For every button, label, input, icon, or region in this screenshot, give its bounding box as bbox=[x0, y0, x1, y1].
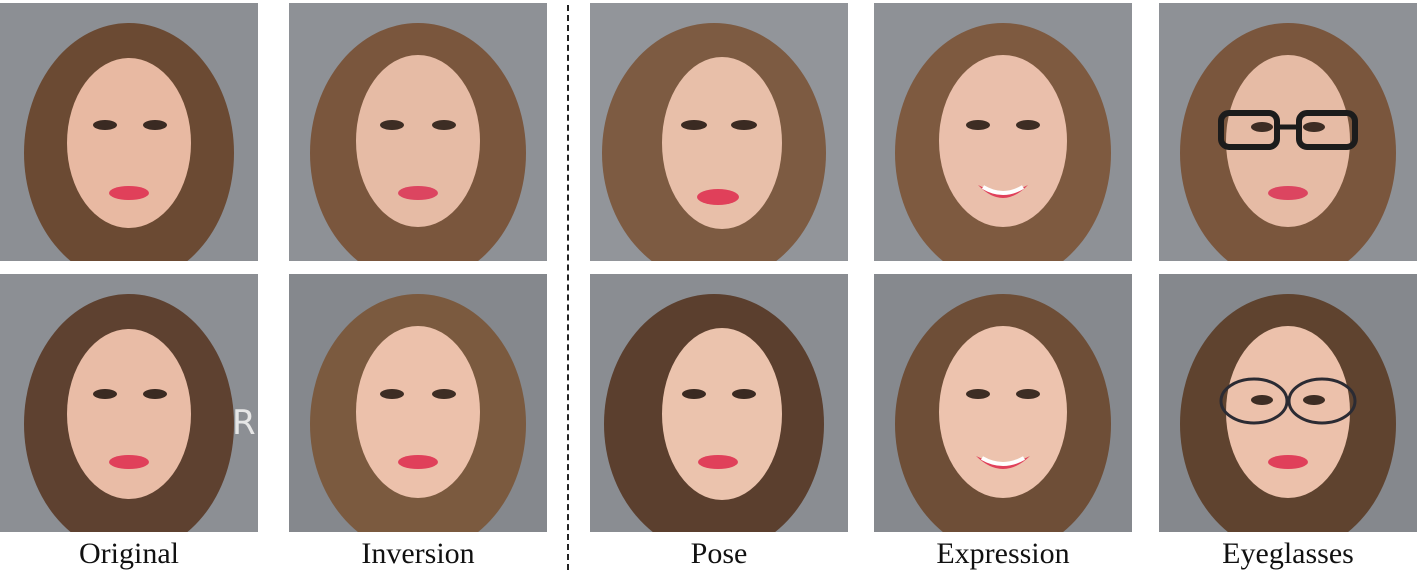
eyeglasses-icon bbox=[1219, 377, 1289, 425]
svg-text:R: R bbox=[232, 403, 256, 443]
caption-original: Original bbox=[79, 537, 179, 570]
face-inversion-top bbox=[289, 3, 547, 261]
face-portrait-icon bbox=[874, 3, 1132, 261]
face-portrait-icon bbox=[1159, 274, 1417, 532]
face-inversion-bottom bbox=[289, 274, 547, 532]
face-eyeglasses-top bbox=[1159, 3, 1417, 261]
face-expression-bottom bbox=[874, 274, 1132, 532]
caption-inversion: Inversion bbox=[361, 537, 475, 570]
face-eyeglasses-bottom bbox=[1159, 274, 1417, 532]
face-portrait-icon bbox=[874, 274, 1132, 532]
face-portrait-icon bbox=[590, 274, 848, 532]
face-portrait-icon bbox=[289, 274, 547, 532]
face-pose-bottom bbox=[590, 274, 848, 532]
face-portrait-icon: R bbox=[0, 3, 258, 261]
face-original-top: R bbox=[0, 3, 258, 261]
caption-eyeglasses: Eyeglasses bbox=[1222, 537, 1354, 570]
face-portrait-icon bbox=[1159, 3, 1417, 261]
dashed-divider bbox=[567, 5, 569, 570]
face-pose-top bbox=[590, 3, 848, 261]
face-portrait-icon: R bbox=[0, 274, 258, 532]
face-original-bottom: R bbox=[0, 274, 258, 532]
caption-pose: Pose bbox=[690, 537, 748, 570]
face-portrait-icon bbox=[590, 3, 848, 261]
face-portrait-icon bbox=[289, 3, 547, 261]
eyeglasses-icon bbox=[1218, 110, 1280, 150]
face-expression-top bbox=[874, 3, 1132, 261]
caption-expression: Expression bbox=[936, 537, 1070, 570]
